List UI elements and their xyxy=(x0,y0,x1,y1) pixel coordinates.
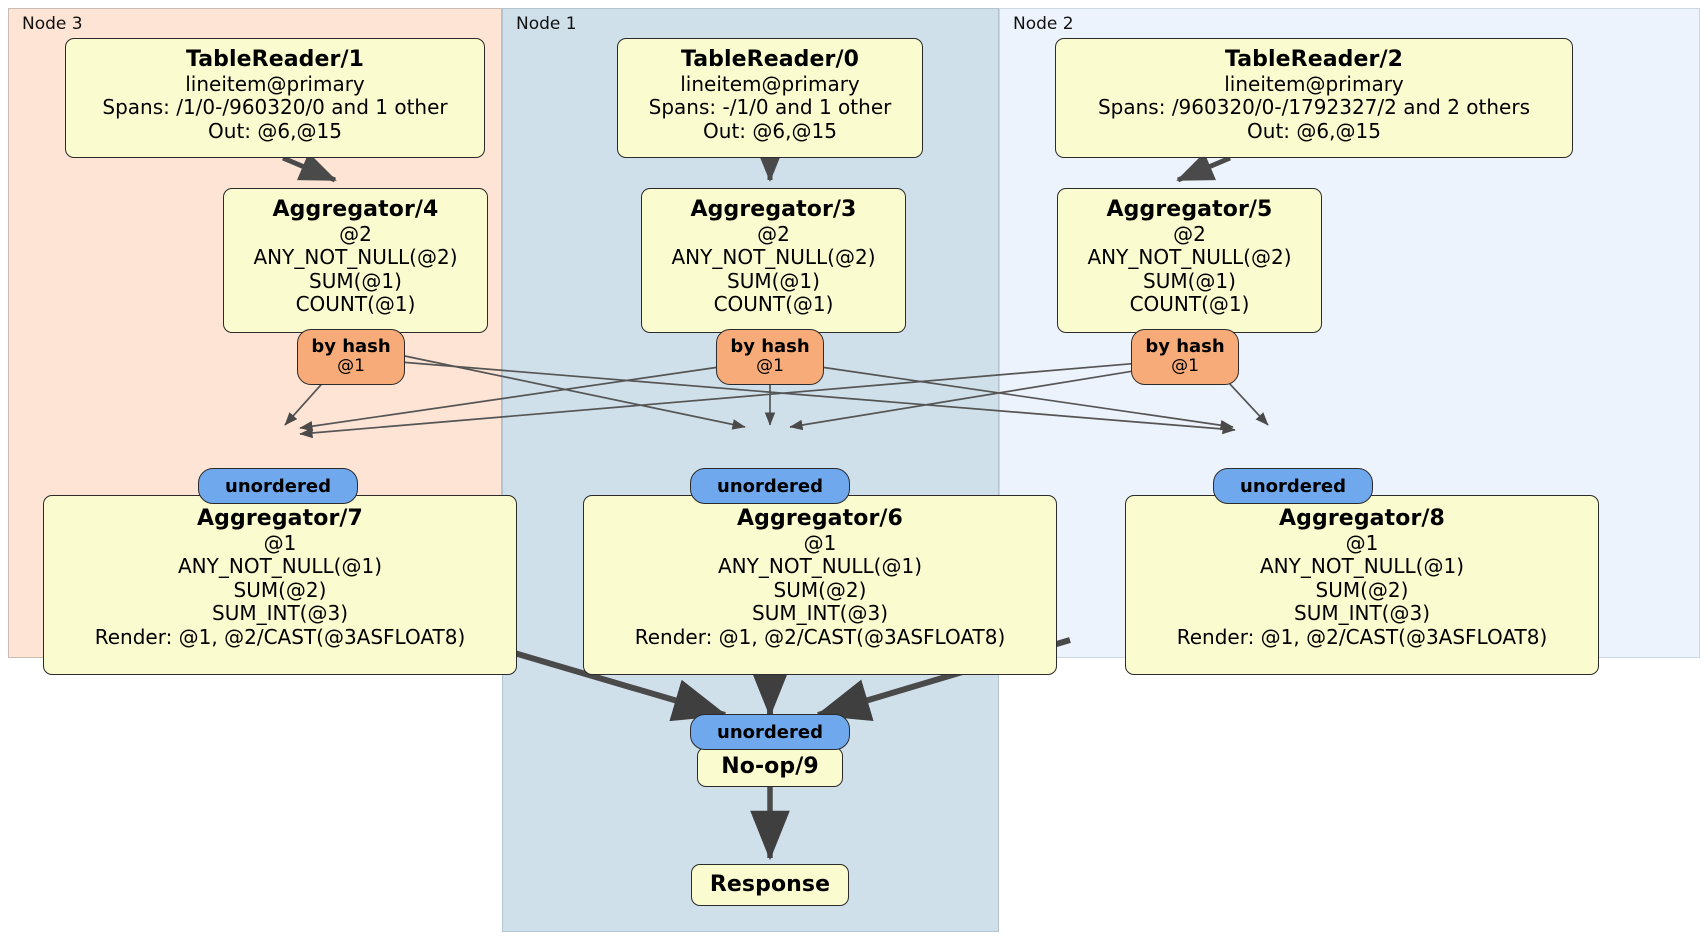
box-line: COUNT(@1) xyxy=(713,292,834,317)
box-title: Aggregator/8 xyxy=(1279,506,1445,531)
box-line: Spans: /1/0-/960320/0 and 1 other xyxy=(102,95,448,120)
box-tablereader-0[interactable]: TableReader/0 lineitem@primary Spans: -/… xyxy=(617,38,923,158)
box-title: No-op/9 xyxy=(721,754,819,780)
node-label-node3: Node 3 xyxy=(22,14,83,34)
box-no-op-9[interactable]: No-op/9 xyxy=(697,747,843,787)
box-line: Out: @6,@15 xyxy=(1247,118,1381,143)
box-line: ANY_NOT_NULL(@1) xyxy=(718,554,922,579)
box-line: ANY_NOT_NULL(@2) xyxy=(1087,245,1292,270)
router-kind: by hash xyxy=(311,336,391,358)
box-line: @2 xyxy=(757,221,790,246)
box-line: SUM(@2) xyxy=(773,577,867,602)
box-line: lineitem@primary xyxy=(185,71,365,96)
box-line: COUNT(@1) xyxy=(1129,292,1250,317)
box-line: ANY_NOT_NULL(@2) xyxy=(253,245,458,270)
box-title: Aggregator/5 xyxy=(1106,197,1273,222)
box-line: SUM(@1) xyxy=(309,268,402,293)
box-aggregator-8[interactable]: Aggregator/8 @1 ANY_NOT_NULL(@1) SUM(@2)… xyxy=(1125,495,1599,675)
box-title: Aggregator/4 xyxy=(272,197,439,222)
box-line: SUM(@1) xyxy=(1143,268,1236,293)
box-line: ANY_NOT_NULL(@1) xyxy=(1260,554,1464,579)
box-line: Out: @6,@15 xyxy=(703,118,837,143)
router-kind: by hash xyxy=(730,336,810,358)
box-aggregator-5[interactable]: Aggregator/5 @2 ANY_NOT_NULL(@2) SUM(@1)… xyxy=(1057,188,1322,333)
box-line: Render: @1, @2/CAST(@3ASFLOAT8) xyxy=(1176,624,1548,649)
box-title: TableReader/2 xyxy=(1224,47,1404,72)
box-line: SUM(@2) xyxy=(1315,577,1409,602)
box-title: Response xyxy=(709,872,831,898)
router-unordered-right[interactable]: unordered xyxy=(1213,468,1373,504)
box-line: lineitem@primary xyxy=(680,71,860,96)
box-line: SUM(@1) xyxy=(727,268,820,293)
box-line: @1 xyxy=(1345,530,1379,555)
box-line: Render: @1, @2/CAST(@3ASFLOAT8) xyxy=(94,624,466,649)
router-column: @1 xyxy=(756,356,784,377)
box-line: ANY_NOT_NULL(@2) xyxy=(671,245,876,270)
box-aggregator-4[interactable]: Aggregator/4 @2 ANY_NOT_NULL(@2) SUM(@1)… xyxy=(223,188,488,333)
router-column: @1 xyxy=(1171,356,1199,377)
box-line: COUNT(@1) xyxy=(295,292,416,317)
box-title: Aggregator/3 xyxy=(690,197,857,222)
box-line: @2 xyxy=(1173,221,1206,246)
box-line: lineitem@primary xyxy=(1224,71,1404,96)
box-aggregator-6[interactable]: Aggregator/6 @1 ANY_NOT_NULL(@1) SUM(@2)… xyxy=(583,495,1057,675)
box-response[interactable]: Response xyxy=(691,864,849,906)
box-line: SUM_INT(@3) xyxy=(1294,601,1430,626)
box-title: Aggregator/6 xyxy=(737,506,903,531)
box-line: Out: @6,@15 xyxy=(208,118,342,143)
router-kind: by hash xyxy=(1145,336,1225,358)
box-line: SUM_INT(@3) xyxy=(752,601,888,626)
box-tablereader-2[interactable]: TableReader/2 lineitem@primary Spans: /9… xyxy=(1055,38,1573,158)
router-column: @1 xyxy=(337,356,365,377)
box-line: @1 xyxy=(263,530,297,555)
box-line: SUM(@2) xyxy=(233,577,327,602)
router-unordered-final[interactable]: unordered xyxy=(690,714,850,750)
router-unordered-center[interactable]: unordered xyxy=(690,468,850,504)
node-label-node2: Node 2 xyxy=(1013,14,1074,34)
box-line: SUM_INT(@3) xyxy=(212,601,348,626)
box-line: Spans: /960320/0-/1792327/2 and 2 others xyxy=(1097,95,1530,120)
box-title: TableReader/0 xyxy=(680,47,860,72)
router-by-hash-left[interactable]: by hash @1 xyxy=(297,329,405,385)
router-by-hash-center[interactable]: by hash @1 xyxy=(716,329,824,385)
box-title: Aggregator/7 xyxy=(197,506,363,531)
router-unordered-left[interactable]: unordered xyxy=(198,468,358,504)
box-line: ANY_NOT_NULL(@1) xyxy=(178,554,382,579)
box-title: TableReader/1 xyxy=(185,47,365,72)
node-label-node1: Node 1 xyxy=(516,14,577,34)
box-line: @1 xyxy=(803,530,837,555)
box-line: Spans: -/1/0 and 1 other xyxy=(648,95,892,120)
box-aggregator-3[interactable]: Aggregator/3 @2 ANY_NOT_NULL(@2) SUM(@1)… xyxy=(641,188,906,333)
box-line: @2 xyxy=(339,221,372,246)
router-by-hash-right[interactable]: by hash @1 xyxy=(1131,329,1239,385)
box-aggregator-7[interactable]: Aggregator/7 @1 ANY_NOT_NULL(@1) SUM(@2)… xyxy=(43,495,517,675)
box-line: Render: @1, @2/CAST(@3ASFLOAT8) xyxy=(634,624,1006,649)
box-tablereader-1[interactable]: TableReader/1 lineitem@primary Spans: /1… xyxy=(65,38,485,158)
